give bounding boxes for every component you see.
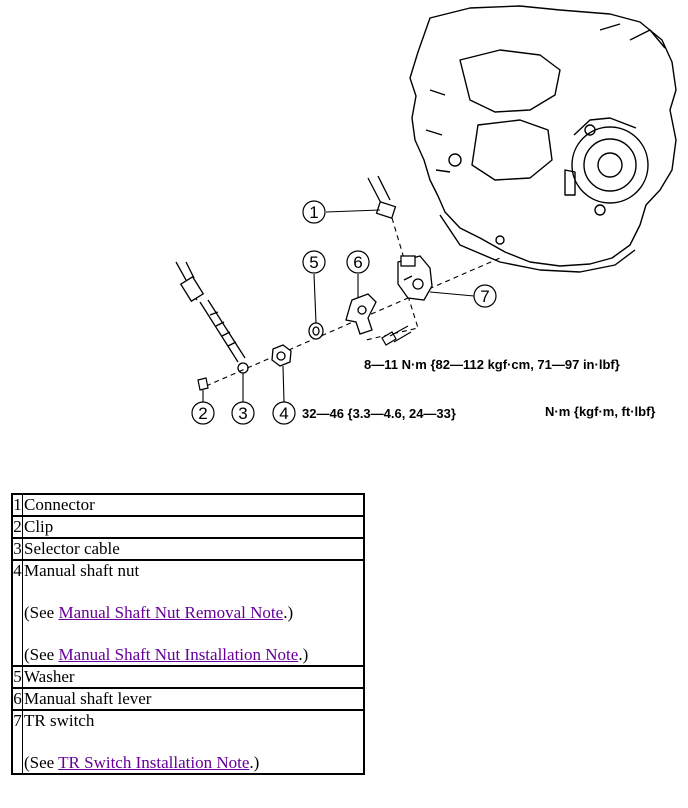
- callout-number: 1: [309, 203, 318, 222]
- tr-switch-part: [397, 255, 433, 301]
- part-name: Clip: [24, 517, 54, 536]
- part-name: Selector cable: [24, 539, 120, 558]
- callout-number: 7: [480, 287, 489, 306]
- see-note: (See TR Switch Installation Note.): [24, 753, 362, 773]
- note-suffix: .): [298, 645, 309, 664]
- torque-spec-tr-switch: 8—11 N·m {82—112 kgf·cm, 71—97 in·lbf}: [364, 357, 620, 372]
- part-description: Washer: [22, 665, 365, 689]
- part-name: Connector: [24, 495, 95, 514]
- part-description: Selector cable: [22, 537, 365, 561]
- transaxle-illustration: [409, 5, 677, 273]
- part-number: 1: [11, 493, 23, 517]
- part-name: Manual shaft lever: [24, 689, 152, 708]
- callout-4: 4: [272, 401, 296, 425]
- note-prefix: (See: [24, 753, 59, 772]
- connector-wire: [367, 175, 397, 219]
- callout-number: 5: [309, 253, 318, 272]
- note-suffix: .): [249, 753, 260, 772]
- part-number: 6: [11, 687, 23, 711]
- manual-shaft-nut-part: [271, 344, 292, 367]
- part-description: Connector: [22, 493, 365, 517]
- callout-3: 3: [231, 401, 255, 425]
- note-link[interactable]: Manual Shaft Nut Removal Note: [58, 603, 284, 622]
- part-name: TR switch: [24, 711, 95, 730]
- exploded-view-diagram: 1 2 3 4 5 6 7 8—11 N·m {82—112 kgf·cm, 7…: [175, 5, 677, 425]
- dashed-assembly-lines: [205, 217, 501, 387]
- callout-2: 2: [191, 401, 215, 425]
- part-description: TR switch (See TR Switch Installation Not…: [22, 709, 365, 775]
- part-number: 4: [11, 559, 23, 667]
- part-name: Washer: [24, 667, 75, 686]
- callout-1: 1: [302, 200, 326, 224]
- callout-6: 6: [346, 250, 370, 274]
- part-number: 7: [11, 709, 23, 775]
- callout-5: 5: [302, 250, 326, 274]
- callout-number: 4: [279, 404, 288, 423]
- part-description: Clip: [22, 515, 365, 539]
- note-prefix: (See: [24, 603, 59, 622]
- selector-cable-illustration: [175, 261, 249, 374]
- part-number: 2: [11, 515, 23, 539]
- part-number: 5: [11, 665, 23, 689]
- bolt-part: [381, 325, 412, 346]
- see-note: (See Manual Shaft Nut Removal Note.): [24, 603, 362, 623]
- part-name: Manual shaft nut: [24, 561, 140, 580]
- callout-number: 3: [238, 404, 247, 423]
- clip-part: [197, 377, 209, 391]
- note-link[interactable]: TR Switch Installation Note: [58, 753, 250, 772]
- callout-leaders: [202, 209, 475, 403]
- part-number: 3: [11, 537, 23, 561]
- washer-part: [308, 322, 324, 340]
- note-prefix: (See: [24, 645, 59, 664]
- note-suffix: .): [283, 603, 294, 622]
- see-note: (See Manual Shaft Nut Installation Note.…: [24, 645, 362, 665]
- torque-spec-shaft-nut: 32—46 {3.3—4.6, 24—33}: [302, 406, 456, 421]
- callout-number: 2: [198, 404, 207, 423]
- torque-unit-legend: N·m {kgf·m, ft·lbf}: [545, 404, 656, 419]
- manual-shaft-lever-part: [345, 293, 377, 335]
- part-description: Manual shaft nut (See Manual Shaft Nut Re…: [22, 559, 365, 667]
- note-link[interactable]: Manual Shaft Nut Installation Note: [58, 645, 299, 664]
- part-description: Manual shaft lever: [22, 687, 365, 711]
- callout-7: 7: [473, 284, 497, 308]
- callout-number: 6: [353, 253, 362, 272]
